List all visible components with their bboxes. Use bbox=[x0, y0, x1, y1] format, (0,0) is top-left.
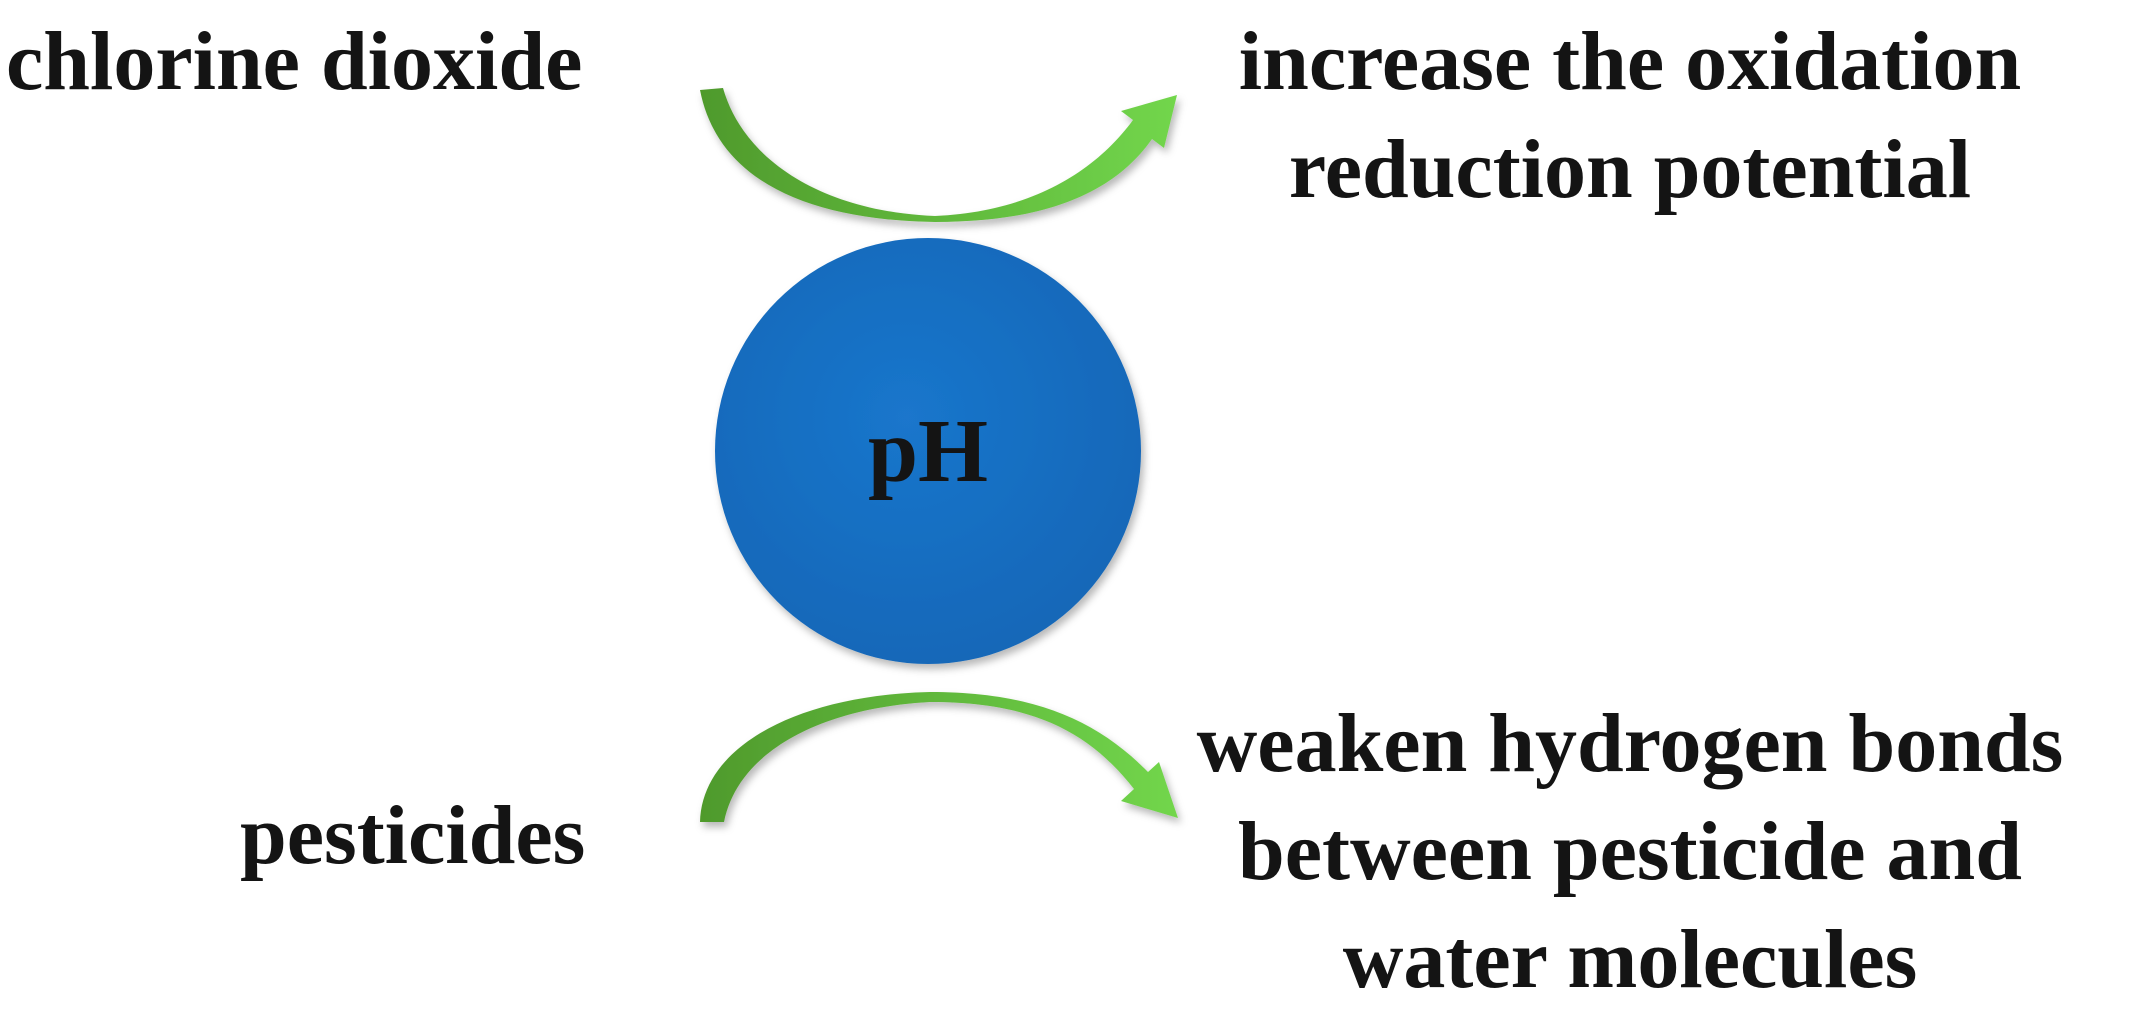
effect-bottom-line: water molecules bbox=[1342, 913, 1918, 1006]
effect-bottom-label: weaken hydrogen bonds between pesticide … bbox=[1150, 690, 2110, 1014]
ph-label: pH bbox=[867, 401, 989, 501]
effect-bottom-line: between pesticide and bbox=[1238, 805, 2022, 898]
reagent-label: chlorine dioxide bbox=[6, 15, 583, 108]
top-curved-arrow bbox=[700, 88, 1177, 222]
bottom-curved-arrow bbox=[700, 692, 1178, 822]
effect-bottom-line: weaken hydrogen bonds bbox=[1196, 697, 2064, 790]
substrate-label: pesticides bbox=[240, 789, 586, 882]
effect-top-label: increase the oxidation reduction potenti… bbox=[1150, 8, 2110, 224]
ph-circle bbox=[715, 238, 1141, 664]
effect-top-line: reduction potential bbox=[1288, 123, 1972, 216]
effect-top-line: increase the oxidation bbox=[1238, 15, 2022, 108]
